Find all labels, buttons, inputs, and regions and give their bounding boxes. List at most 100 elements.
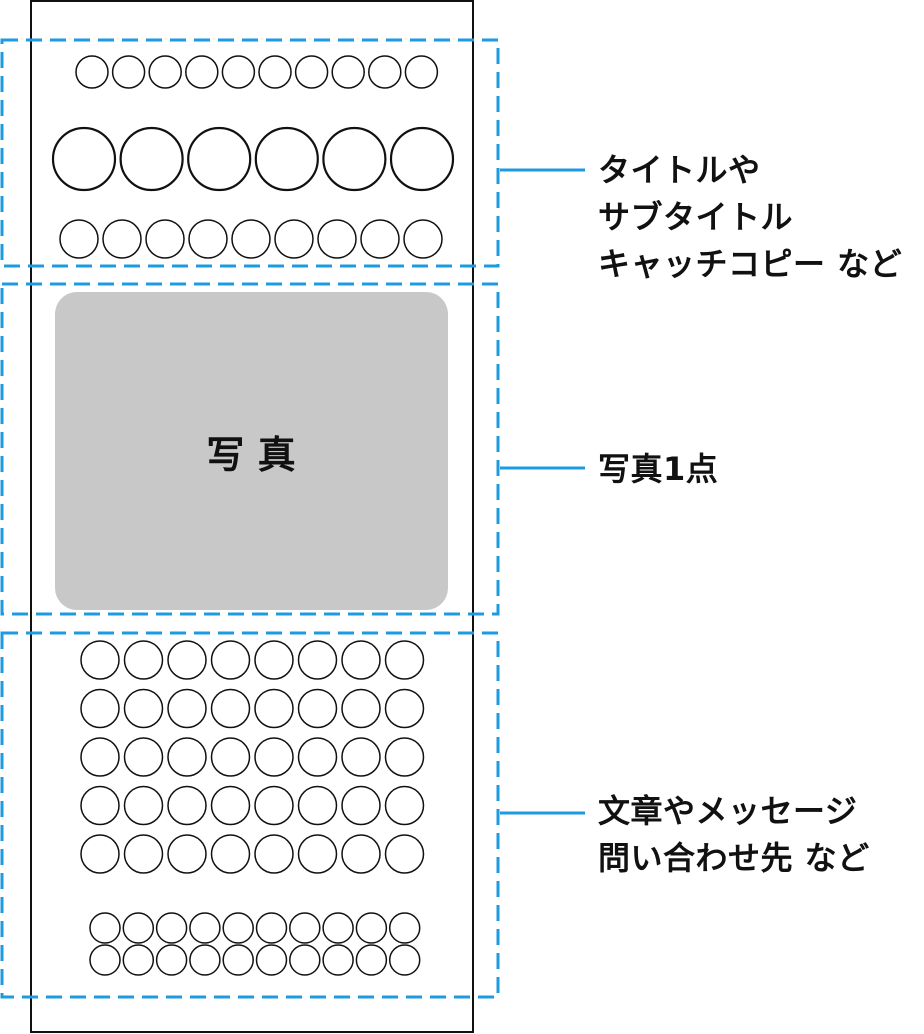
text-placeholder-circle bbox=[384, 640, 425, 680]
text-placeholder-circle bbox=[148, 55, 182, 89]
text-placeholder-circle bbox=[145, 219, 185, 259]
text-placeholder-circle bbox=[80, 785, 120, 826]
text-placeholder-circle bbox=[384, 737, 425, 777]
title-section-label: タイトルや サブタイトル キャッチコピー など bbox=[598, 147, 902, 288]
photo-section-label: 写真1点 bbox=[598, 446, 718, 493]
text-placeholder-circle bbox=[89, 912, 121, 944]
text-placeholder-circle bbox=[167, 834, 207, 874]
text-placeholder-circle bbox=[167, 737, 207, 777]
text-placeholder-circle bbox=[122, 944, 155, 976]
text-placeholder-circle bbox=[341, 785, 381, 826]
text-placeholder-circle bbox=[210, 834, 251, 874]
text-placeholder-circle bbox=[322, 944, 354, 976]
text-placeholder-circles bbox=[51, 55, 455, 976]
photo-section-box bbox=[0, 282, 500, 616]
text-placeholder-circle bbox=[254, 688, 294, 729]
text-placeholder-circle bbox=[123, 640, 164, 680]
text-placeholder-circle bbox=[222, 944, 254, 976]
text-placeholder-circle bbox=[341, 737, 381, 777]
text-placeholder-circle bbox=[317, 219, 357, 259]
text-placeholder-circle bbox=[75, 55, 109, 89]
text-placeholder-circle bbox=[297, 688, 338, 729]
text-section-label: 文章やメッセージ 問い合わせ先 など bbox=[598, 788, 870, 882]
text-placeholder-circle bbox=[80, 688, 120, 729]
photo-placeholder-text: 写 真 bbox=[206, 433, 295, 477]
text-placeholder-circle bbox=[189, 912, 221, 944]
text-placeholder-circle bbox=[255, 912, 288, 944]
text-placeholder-circle bbox=[388, 944, 421, 976]
text-placeholder-circle bbox=[59, 219, 99, 259]
text-placeholder-circle bbox=[210, 688, 251, 729]
text-placeholder-circle bbox=[341, 688, 381, 729]
title-section-box bbox=[0, 38, 500, 268]
text-placeholder-circle bbox=[123, 834, 164, 874]
text-placeholder-circle bbox=[255, 944, 288, 976]
text-placeholder-circle bbox=[254, 834, 294, 874]
text-placeholder-circle bbox=[289, 912, 321, 944]
text-placeholder-circle bbox=[167, 640, 207, 680]
label-line: タイトルや bbox=[598, 151, 761, 189]
text-placeholder-circle bbox=[51, 126, 117, 192]
text-placeholder-circle bbox=[187, 126, 252, 192]
text-placeholder-circle bbox=[123, 688, 164, 729]
text-placeholder-circle bbox=[254, 640, 294, 680]
text-placeholder-circle bbox=[355, 912, 388, 944]
text-placeholder-circle bbox=[123, 785, 164, 826]
text-placeholder-circle bbox=[341, 834, 381, 874]
text-placeholder-circle bbox=[355, 944, 388, 976]
text-placeholder-circle bbox=[122, 912, 155, 944]
text-placeholder-circle bbox=[384, 785, 425, 826]
page-outline bbox=[30, 0, 474, 1033]
text-placeholder-circle bbox=[274, 219, 314, 259]
text-placeholder-circle bbox=[167, 785, 207, 826]
label-line: 写真1点 bbox=[598, 450, 719, 488]
text-placeholder-circle bbox=[80, 737, 120, 777]
text-placeholder-circle bbox=[322, 912, 354, 944]
text-placeholder-circle bbox=[221, 55, 256, 89]
text-placeholder-circle bbox=[258, 55, 292, 89]
text-placeholder-circle bbox=[123, 737, 164, 777]
text-section-box bbox=[0, 631, 500, 999]
text-placeholder-circle bbox=[297, 834, 338, 874]
text-placeholder-circle bbox=[167, 688, 207, 729]
text-placeholder-circle bbox=[254, 737, 294, 777]
text-placeholder-circle bbox=[384, 834, 425, 874]
text-placeholder-circle bbox=[388, 912, 421, 944]
text-placeholder-circle bbox=[231, 219, 271, 259]
text-placeholder-circle bbox=[188, 219, 228, 259]
text-placeholder-circle bbox=[222, 912, 254, 944]
photo-placeholder bbox=[55, 292, 448, 610]
text-placeholder-circle bbox=[289, 944, 321, 976]
label-line: サブタイトル bbox=[598, 198, 794, 236]
text-placeholder-circle bbox=[297, 640, 338, 680]
text-placeholder-circle bbox=[185, 55, 219, 89]
label-line: 文章やメッセージ bbox=[598, 792, 858, 830]
text-placeholder-circle bbox=[189, 944, 221, 976]
text-placeholder-circle bbox=[322, 126, 387, 192]
text-placeholder-circle bbox=[403, 219, 443, 259]
text-placeholder-circle bbox=[297, 785, 338, 826]
text-placeholder-circle bbox=[210, 737, 251, 777]
text-placeholder-circle bbox=[341, 640, 381, 680]
text-placeholder-circle bbox=[155, 912, 188, 944]
text-placeholder-circle bbox=[155, 944, 188, 976]
text-placeholder-circle bbox=[80, 834, 120, 874]
text-placeholder-circle bbox=[210, 640, 251, 680]
text-placeholder-circle bbox=[384, 688, 425, 729]
label-line: 問い合わせ先 など bbox=[598, 839, 870, 877]
text-placeholder-circle bbox=[294, 55, 329, 89]
text-placeholder-circle bbox=[89, 944, 121, 976]
text-placeholder-circle bbox=[389, 126, 455, 192]
text-placeholder-circle bbox=[111, 55, 146, 89]
text-placeholder-circle bbox=[102, 219, 142, 259]
text-placeholder-circle bbox=[254, 785, 294, 826]
text-placeholder-circle bbox=[210, 785, 251, 826]
text-placeholder-circle bbox=[119, 126, 184, 192]
text-placeholder-circle bbox=[331, 55, 365, 89]
text-placeholder-circle bbox=[404, 55, 439, 89]
text-placeholder-circle bbox=[254, 126, 319, 192]
text-placeholder-circle bbox=[360, 219, 400, 259]
text-placeholder-circle bbox=[297, 737, 338, 777]
label-line: キャッチコピー など bbox=[598, 245, 903, 283]
